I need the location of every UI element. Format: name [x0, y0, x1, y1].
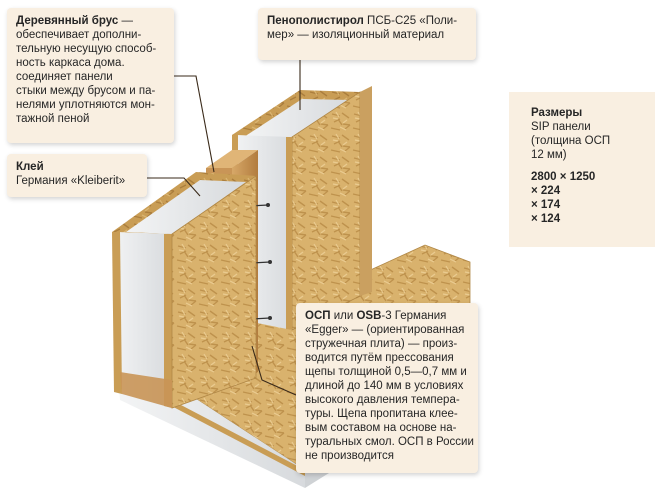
- callout-osp-line: длиной до 140 мм в условиях: [305, 380, 464, 392]
- callout-brus-line: тельную несущую способ-: [16, 43, 157, 55]
- leader-lines: [147, 60, 301, 396]
- callout-brus-line: соединяет панели: [16, 71, 113, 83]
- callout-osp-line: вым составом на основе на-: [305, 422, 457, 434]
- leader-brus: [174, 75, 215, 173]
- callout-brus-title: Деревянный брус: [16, 15, 119, 27]
- callout-brus-line: ность каркаса дома.: [16, 57, 125, 69]
- dimensions-line: (толщина ОСП: [531, 135, 611, 147]
- callout-osp-title: ОСП: [305, 310, 331, 322]
- callout-brus-line: стыки между брусом и па-: [16, 85, 156, 97]
- callout-osp-line: «Egger» — (ориентированная: [305, 324, 465, 336]
- callout-osp-line: высокого давления темпера-: [305, 394, 460, 406]
- callout-polystyrene: Пенополистирол ПСБ-С25 «Поли- мер» — изо…: [258, 8, 476, 60]
- callout-brus-line: обеспечивает дополни-: [16, 29, 142, 41]
- callout-osp-title-mid: или: [330, 310, 357, 322]
- callout-wooden-beam: Деревянный брус — обеспечивает дополни- …: [7, 8, 174, 143]
- callout-osp-line: туральных смол. ОСП в России: [305, 436, 474, 448]
- callout-brus-line: нелями уплотняются мон-: [16, 99, 155, 111]
- callout-peno-line: ПСБ-С25 «Поли-: [363, 15, 458, 27]
- front-wall-panel: [112, 172, 257, 409]
- callout-osp-line: водится путём прессования: [305, 352, 454, 364]
- dimensions-size: × 174: [531, 199, 561, 211]
- dimensions-size: × 224: [531, 185, 561, 197]
- callout-osp-line: туры. Щепа пропитана клее-: [305, 408, 458, 420]
- dimensions-box: Размеры SIP панели (толщина ОСП 12 мм) 2…: [509, 92, 655, 247]
- dimensions-title: Размеры: [531, 107, 583, 119]
- callout-glue: Клей Германия «Kleiberit»: [7, 154, 147, 197]
- callout-osp-title2: OSB: [356, 310, 382, 322]
- callout-osp-line: не производится: [305, 450, 395, 462]
- callout-brus-line: —: [118, 15, 133, 27]
- dimensions-line: 12 мм): [531, 149, 567, 161]
- callout-brus-line: тажной пеной: [16, 113, 90, 125]
- callout-osp-line: щепы толщиной 0,5—0,7 мм и: [305, 366, 467, 378]
- dimensions-line: SIP панели: [531, 121, 591, 133]
- callout-osb: ОСП или OSB-3 Германия «Egger» — (ориент…: [296, 303, 478, 473]
- dimensions-size: × 124: [531, 213, 561, 225]
- callout-osp-line: стружечная плита) — произ-: [305, 338, 458, 350]
- leader-klei: [147, 177, 201, 197]
- callout-osp-line: -3 Германия: [381, 310, 447, 322]
- callout-peno-title: Пенополистирол: [267, 15, 364, 27]
- callout-peno-line: мер» — изоляционный материал: [267, 29, 445, 41]
- dimensions-size: 2800 × 1250: [531, 171, 596, 183]
- callout-klei-line: Германия «Kleiberit»: [16, 175, 126, 187]
- callout-klei-title: Клей: [16, 161, 44, 173]
- leader-osp: [251, 345, 297, 396]
- back-wall-edge: [360, 86, 372, 296]
